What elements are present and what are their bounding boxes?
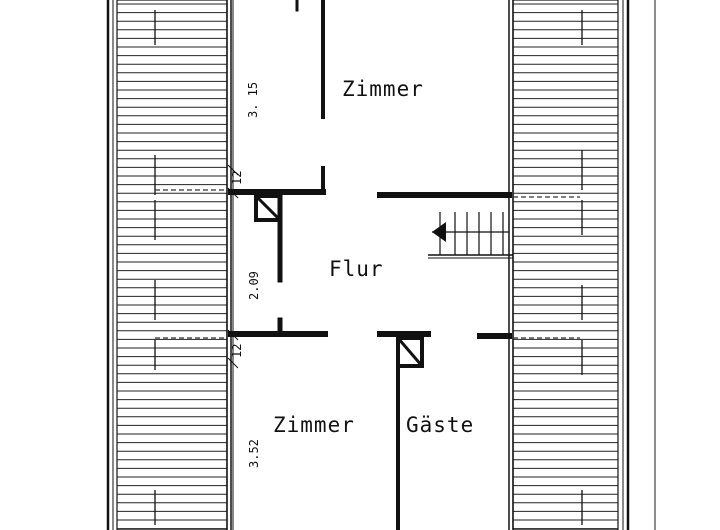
staircase	[428, 212, 513, 259]
stair-direction-arrow-icon	[432, 222, 446, 242]
right-roof-slope	[508, 0, 619, 530]
left-roof-slope	[116, 0, 232, 530]
dimension-line	[227, 0, 239, 530]
interior-walls	[228, 0, 512, 530]
room-label-gaeste: Gäste	[406, 413, 474, 437]
dimension-wall-upper: 12	[230, 171, 244, 185]
dashed-projections	[155, 189, 580, 339]
dimension-top-room: 3. 15	[246, 82, 260, 118]
dimension-bottom-room: 3.52	[247, 439, 261, 468]
dimension-hall: 2.09	[247, 271, 261, 300]
outer-frame	[106, 0, 656, 530]
room-label-zimmer-bottom: Zimmer	[273, 413, 355, 437]
roof-window-markers	[154, 10, 583, 525]
room-label-flur: Flur	[329, 257, 384, 281]
dimension-wall-lower: 12	[230, 344, 244, 358]
room-label-zimmer-top: Zimmer	[342, 77, 424, 101]
